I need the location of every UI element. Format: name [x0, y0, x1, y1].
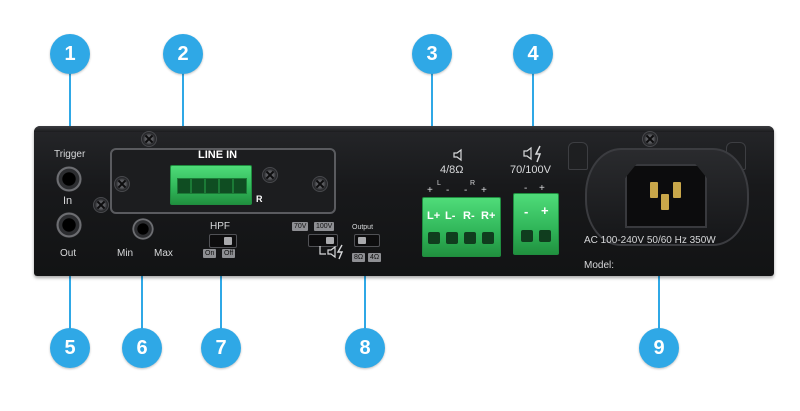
speaker-icon — [453, 148, 462, 162]
volume-max-label: Max — [154, 248, 173, 259]
trigger-out-label: Out — [60, 248, 77, 259]
line-in-label: LINE IN — [198, 149, 238, 161]
screw-icon — [93, 197, 109, 213]
output-impedance-switch-knob — [358, 237, 366, 244]
callout-2: 2 — [163, 34, 203, 74]
v70-label: 70V — [292, 222, 309, 231]
term-label-plus: + — [541, 203, 549, 218]
voltage-minus-label: - — [524, 183, 528, 194]
v100-label: 100V — [314, 222, 335, 231]
model-label: Model: — [584, 260, 615, 271]
leader-3 — [431, 72, 433, 164]
speaker-minus-right: - — [464, 185, 468, 196]
screw-icon — [312, 176, 328, 192]
line-in-terminal[interactable] — [170, 165, 252, 205]
power-pin — [661, 194, 669, 210]
leader-5 — [69, 236, 71, 330]
callout-3: 3 — [412, 34, 452, 74]
mounting-tab — [568, 142, 588, 170]
term-hole — [521, 230, 533, 242]
screw-icon — [114, 176, 130, 192]
hpf-on-label: On — [203, 249, 217, 258]
speaker-plus-right: + — [481, 185, 487, 196]
callout-8: 8 — [345, 328, 385, 368]
term-slot — [191, 178, 205, 194]
ohm8-label: 8Ω — [352, 253, 366, 262]
callout-7: 7 — [201, 328, 241, 368]
term-label-lp: L+ — [427, 210, 441, 222]
term-hole — [539, 230, 551, 242]
term-hole — [428, 232, 440, 244]
screw-icon — [262, 167, 278, 183]
line-in-r-label: R — [256, 194, 263, 204]
output-label: Output — [352, 224, 374, 231]
leader-2 — [182, 72, 184, 176]
callout-9: 9 — [639, 328, 679, 368]
term-hole — [446, 232, 458, 244]
hpf-off-label: Off — [222, 249, 236, 258]
leader-8 — [364, 244, 366, 330]
speaker-l-bracket: L — [437, 180, 441, 187]
leader-1 — [69, 72, 71, 168]
hpf-switch-knob — [224, 237, 232, 245]
hpf-switch[interactable] — [209, 234, 237, 248]
callout-5: 5 — [50, 328, 90, 368]
term-label-rp: R+ — [481, 210, 496, 222]
term-label-lm: L- — [445, 210, 456, 222]
output-impedance-switch[interactable] — [354, 234, 380, 247]
leader-6 — [141, 236, 143, 330]
voltage-mode-switch[interactable] — [308, 234, 338, 247]
speaker-plus-left: + — [427, 185, 433, 196]
voltage-mode-switch-knob — [326, 237, 334, 244]
leader-7 — [220, 244, 222, 330]
voltage-output-terminal[interactable]: - + — [513, 193, 559, 255]
callout-1: 1 — [50, 34, 90, 74]
hpf-label: HPF — [210, 221, 230, 232]
ohm4-label: 4Ω — [368, 253, 382, 262]
term-label-minus: - — [524, 204, 529, 219]
callout-6: 6 — [122, 328, 162, 368]
speaker-output-terminal[interactable]: L+ L- R- R+ — [422, 197, 501, 257]
screw-icon — [141, 131, 157, 147]
power-pin — [650, 182, 658, 198]
speaker-r-bracket: R — [470, 180, 476, 187]
trigger-in-jack[interactable] — [56, 166, 82, 192]
term-slot — [205, 178, 219, 194]
term-slot — [219, 178, 233, 194]
speaker-minus-left: - — [446, 185, 450, 196]
impedance-label: 4/8Ω — [440, 164, 464, 176]
term-label-rm: R- — [463, 210, 475, 222]
speaker-lightning-icon — [319, 244, 344, 260]
trigger-in-label: In — [63, 195, 73, 207]
volume-knob[interactable] — [132, 218, 154, 240]
voltage-plus-label: + — [539, 183, 545, 194]
trigger-out-jack[interactable] — [56, 212, 82, 238]
power-pin — [673, 182, 681, 198]
speaker-lightning-icon — [523, 145, 542, 163]
callout-4: 4 — [513, 34, 553, 74]
voltage-label: 70/100V — [510, 164, 551, 176]
term-slot — [233, 178, 247, 194]
trigger-label: Trigger — [54, 149, 86, 160]
screw-icon — [642, 131, 658, 147]
power-rating-label: AC 100-240V 50/60 Hz 350W — [584, 235, 716, 246]
power-inlet[interactable] — [585, 148, 749, 246]
term-hole — [482, 232, 494, 244]
term-hole — [464, 232, 476, 244]
term-slot — [177, 178, 191, 194]
volume-min-label: Min — [117, 248, 134, 259]
rear-panel-top-edge — [34, 126, 774, 132]
